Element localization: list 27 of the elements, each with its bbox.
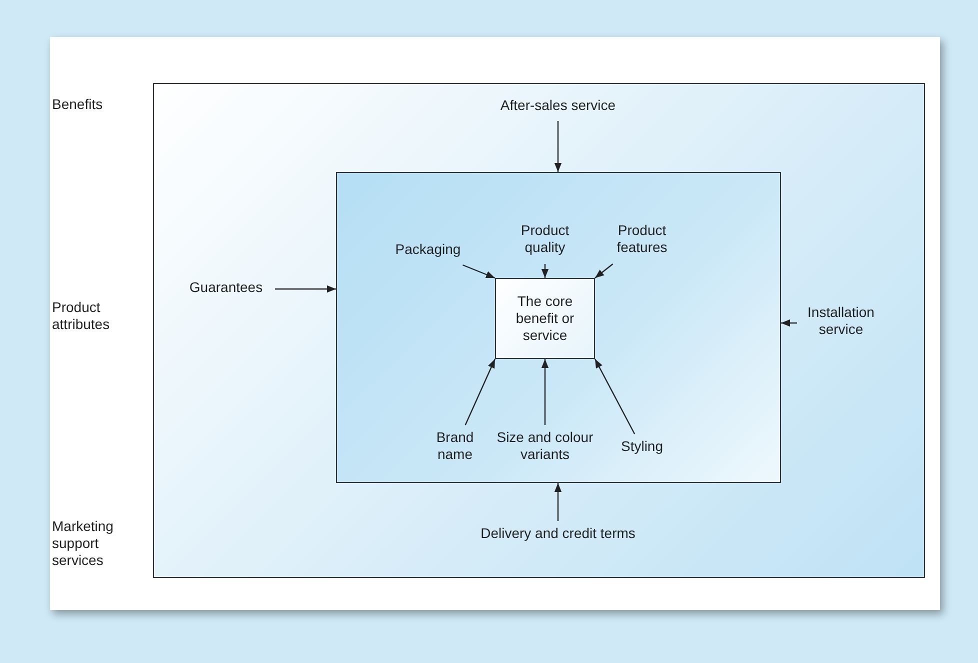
attribute-label: Styling — [620, 438, 664, 455]
core-box — [495, 278, 595, 359]
level-label: Product attributes — [52, 299, 111, 333]
attribute-label: Packaging — [394, 241, 462, 258]
arrow — [541, 264, 549, 278]
frame-box — [336, 172, 781, 483]
arrow — [554, 483, 562, 521]
attribute-label: Delivery and credit terms — [480, 525, 636, 542]
attribute-label: Size and colour variants — [496, 429, 594, 463]
attribute-label: Product features — [616, 222, 668, 256]
frame-box — [153, 83, 925, 578]
arrow — [594, 264, 614, 278]
arrow — [464, 358, 496, 426]
arrow — [594, 358, 636, 434]
arrow — [781, 319, 797, 327]
arrow — [462, 264, 496, 279]
attribute-label: Guarantees — [188, 279, 264, 296]
level-label: Benefits — [52, 96, 104, 113]
arrow — [541, 359, 549, 425]
arrow — [275, 285, 336, 293]
attribute-label: After-sales service — [499, 97, 617, 114]
box-label: The core benefit or service — [514, 293, 576, 344]
arrow — [554, 121, 562, 172]
attribute-label: Product quality — [520, 222, 570, 256]
level-label: Marketing support services — [52, 518, 114, 569]
attribute-label: Installation service — [806, 304, 876, 338]
attribute-label: Brand name — [435, 429, 475, 463]
